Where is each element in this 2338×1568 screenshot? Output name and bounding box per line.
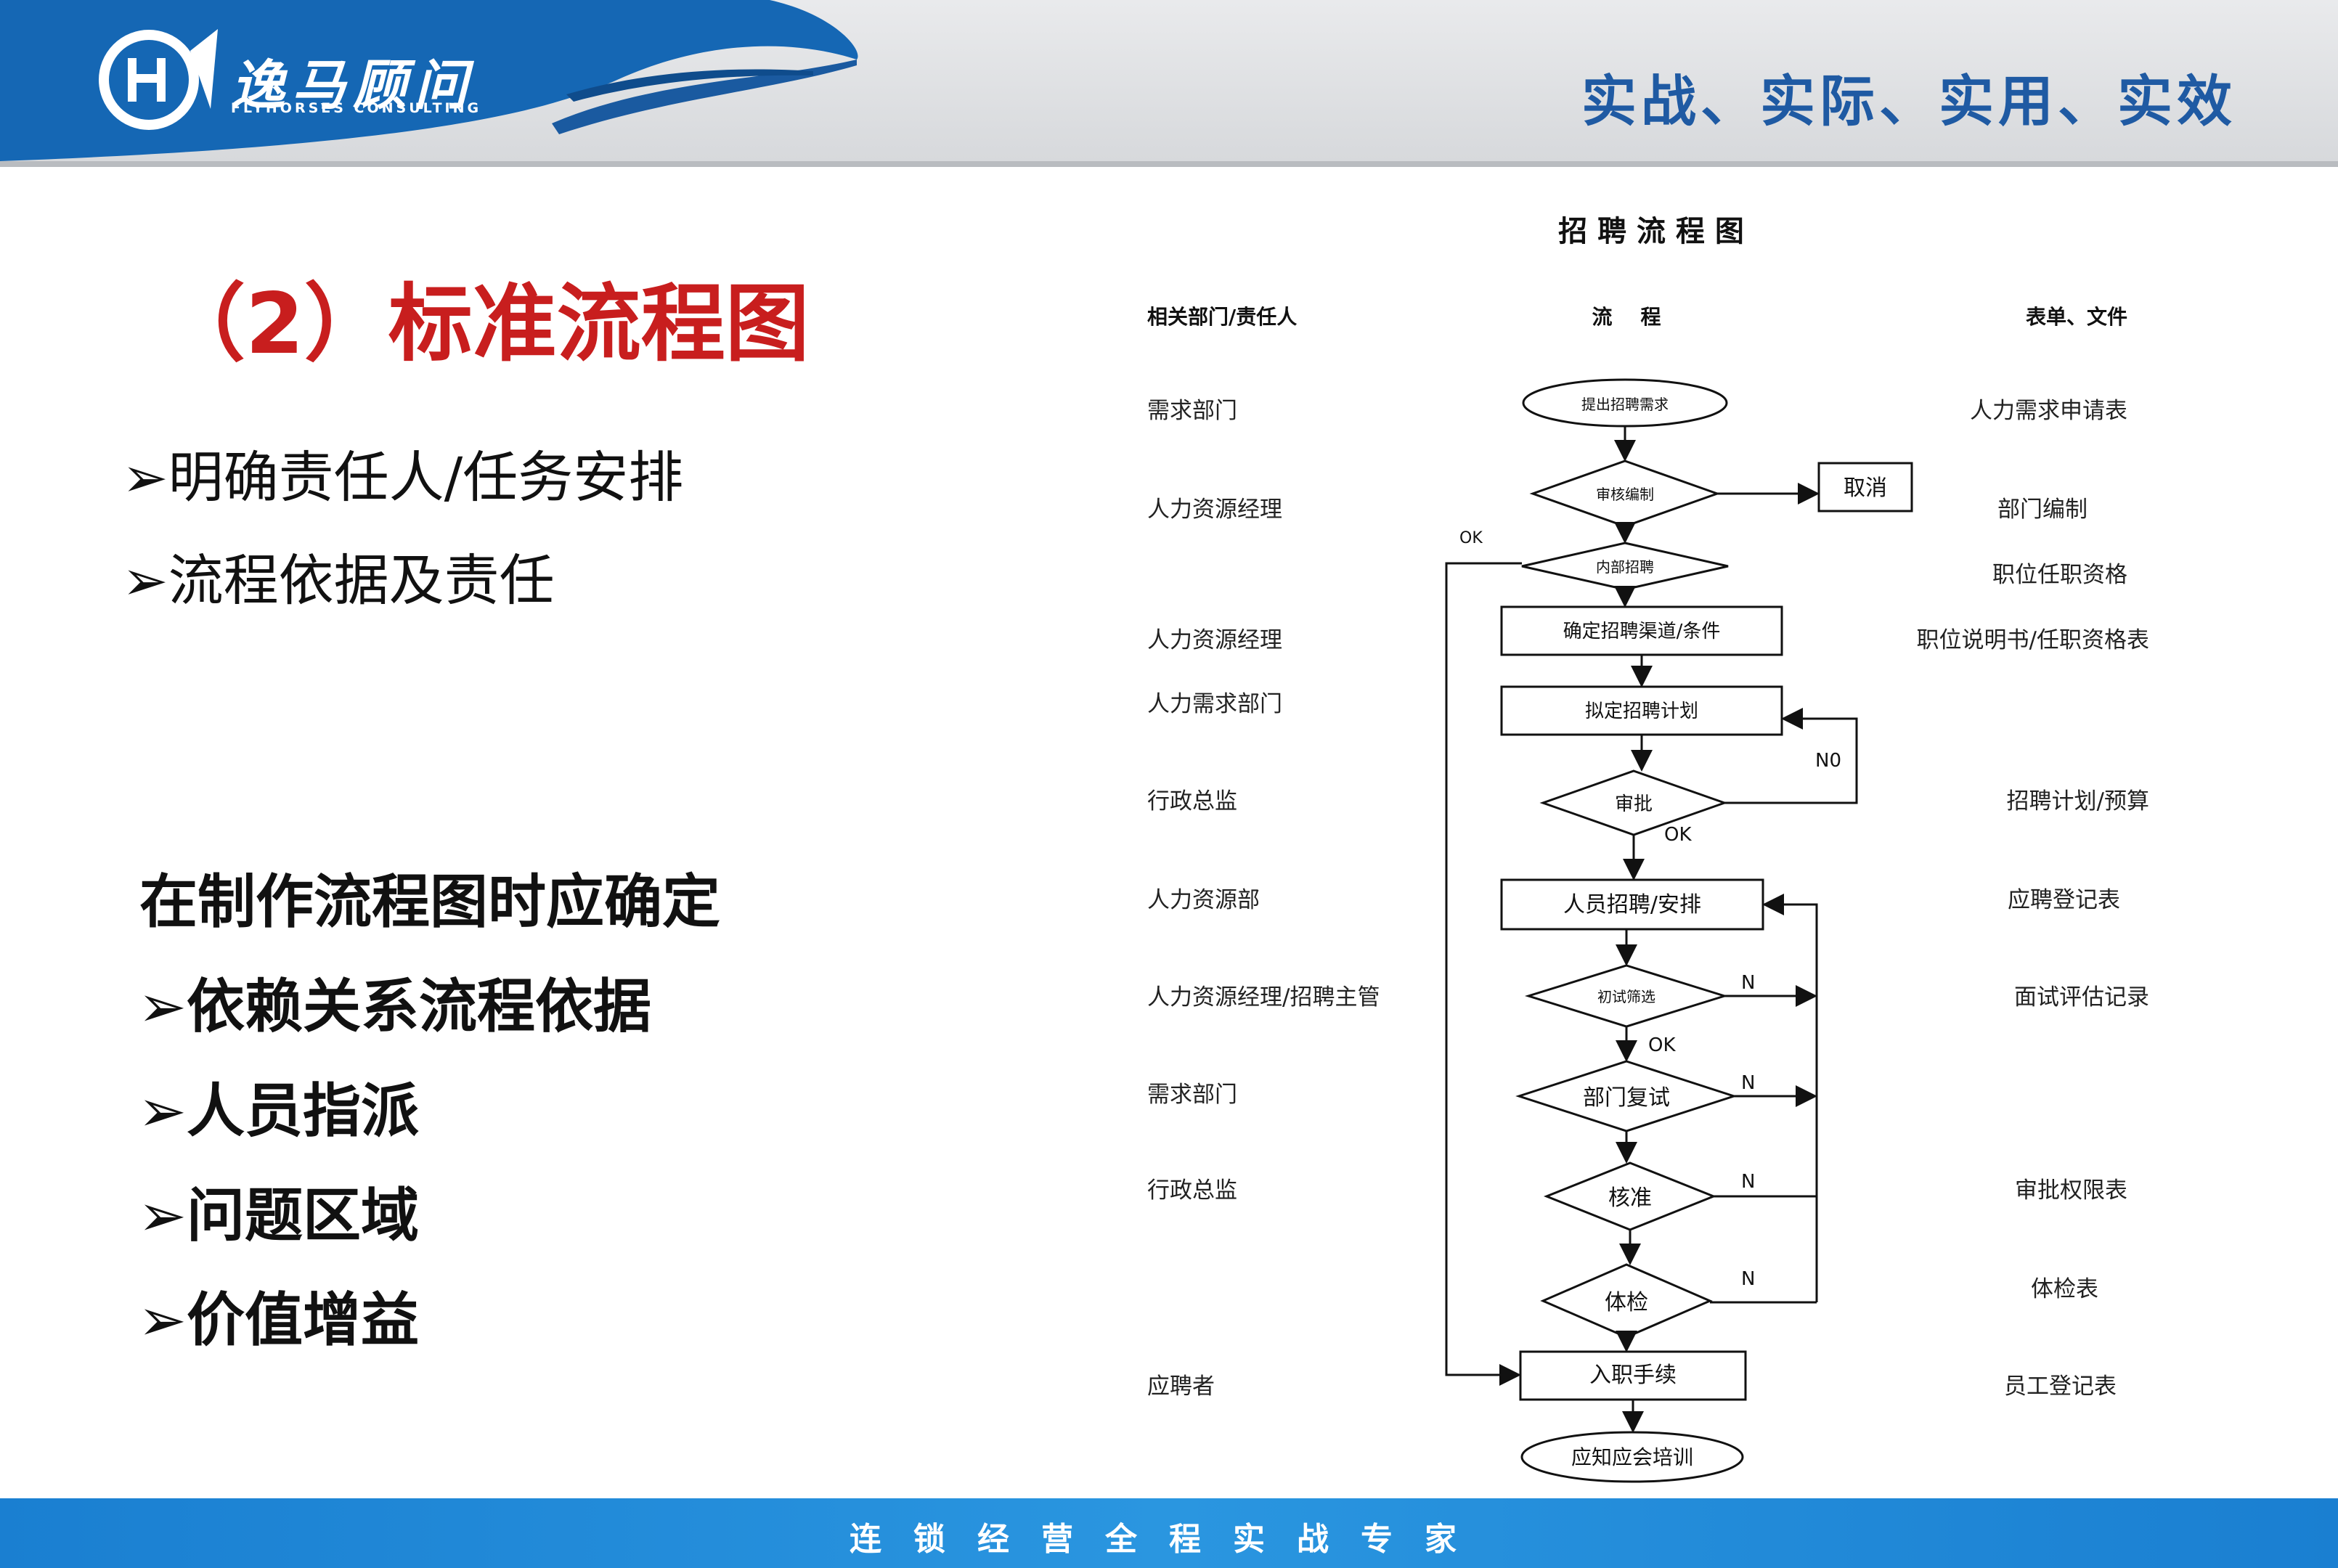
document-label: 招聘计划/预算 [2007,788,2149,814]
logo-text: 逸马顾问 [231,54,475,117]
edge-label: OK [1664,824,1692,846]
document-label: 职位说明书/任职资格表 [1917,627,2149,653]
logo-wave-graphic [0,0,858,161]
subhead: 在制作流程图时应确定 [139,868,720,936]
node-label: 入职手续 [1589,1363,1677,1388]
item-dependency: ➢依赖关系流程依据 [138,973,652,1040]
item-problem-area: ➢问题区域 [138,1182,420,1249]
role-label: 行政总监 [1147,1177,1237,1204]
node-label: 审核编制 [1596,486,1654,503]
page-title: （2）标准流程图 [161,275,810,373]
document-label: 面试评估记录 [2014,984,2149,1010]
role-label: 人力需求部门 [1147,691,1282,717]
node-label: 应知应会培训 [1571,1445,1693,1469]
edge-label: OK [1648,1034,1676,1056]
col-header-flow: 流 程 [1592,305,1661,329]
node-label: 提出招聘需求 [1581,396,1669,413]
footer-bar [0,1498,2338,1568]
document-label: 员工登记表 [2004,1373,2117,1400]
document-label: 职位任职资格 [1992,562,2127,588]
node-label: 初试筛选 [1597,988,1655,1005]
node-label: 体检 [1605,1290,1648,1315]
col-header-docs: 表单、文件 [2026,305,2127,329]
role-label: 需求部门 [1147,398,1237,424]
document-label: 体检表 [2031,1276,2098,1302]
role-label: 人力资源部 [1147,887,1260,913]
node-label: 确定招聘渠道/条件 [1563,621,1721,642]
role-label: 人力资源经理 [1147,497,1282,523]
node-label: 审批 [1615,793,1653,815]
node-label: 部门复试 [1583,1085,1670,1111]
item-value-gain: ➢价值增益 [138,1286,420,1354]
header-divider [0,161,2338,167]
document-label: 审批权限表 [2015,1177,2127,1204]
edge-label: N0 [1815,750,1841,772]
role-label: 人力资源经理/招聘主管 [1147,984,1380,1010]
process-channels [1500,605,1783,656]
flowchart-title: 招 聘 流 程 图 [1558,215,1744,248]
slogan: 实战、实际、实用、实效 [1581,69,2236,134]
edge-label: N [1741,1072,1755,1094]
role-label: 应聘者 [1147,1373,1215,1400]
document-label: 人力需求申请表 [1970,398,2127,424]
document-label: 部门编制 [1997,497,2088,523]
node-label: 内部招聘 [1596,558,1654,576]
cancel-node [1817,462,1913,513]
role-label: 人力资源经理 [1147,627,1282,653]
process-plan [1500,685,1783,736]
edge-label: N [1741,1171,1755,1193]
node-label: 取消 [1844,475,1887,501]
bullet-responsibility: ➢明确责任人/任务安排 [122,445,684,510]
footer-slogan: 连锁经营全程实战专家 [850,1521,1488,1558]
edge [1445,562,1522,1386]
edge-label: N [1741,972,1755,994]
logo-subtext: FLYHORSES CONSULTING [231,100,482,116]
role-label: 行政总监 [1147,788,1237,814]
edge [1762,894,1818,1302]
node-label: 人员招聘/安排 [1563,892,1701,918]
document-label: 应聘登记表 [2008,887,2120,913]
edge [1724,708,1858,804]
role-label: 需求部门 [1147,1082,1237,1108]
edge-label: OK [1459,529,1483,547]
process-recruit [1500,878,1764,931]
edge-label: N [1741,1268,1755,1290]
recruitment-flowchart: 招 聘 流 程 图 相关部门/责任人 流 程 表单、文件 需求部门 人力资源经理… [1147,215,2149,1483]
node-label: 拟定招聘计划 [1585,701,1698,722]
item-assignment: ➢人员指派 [138,1077,420,1145]
col-header-role: 相关部门/责任人 [1147,305,1297,329]
bullet-basis: ➢流程依据及责任 [122,548,555,613]
node-label: 核准 [1608,1185,1652,1211]
